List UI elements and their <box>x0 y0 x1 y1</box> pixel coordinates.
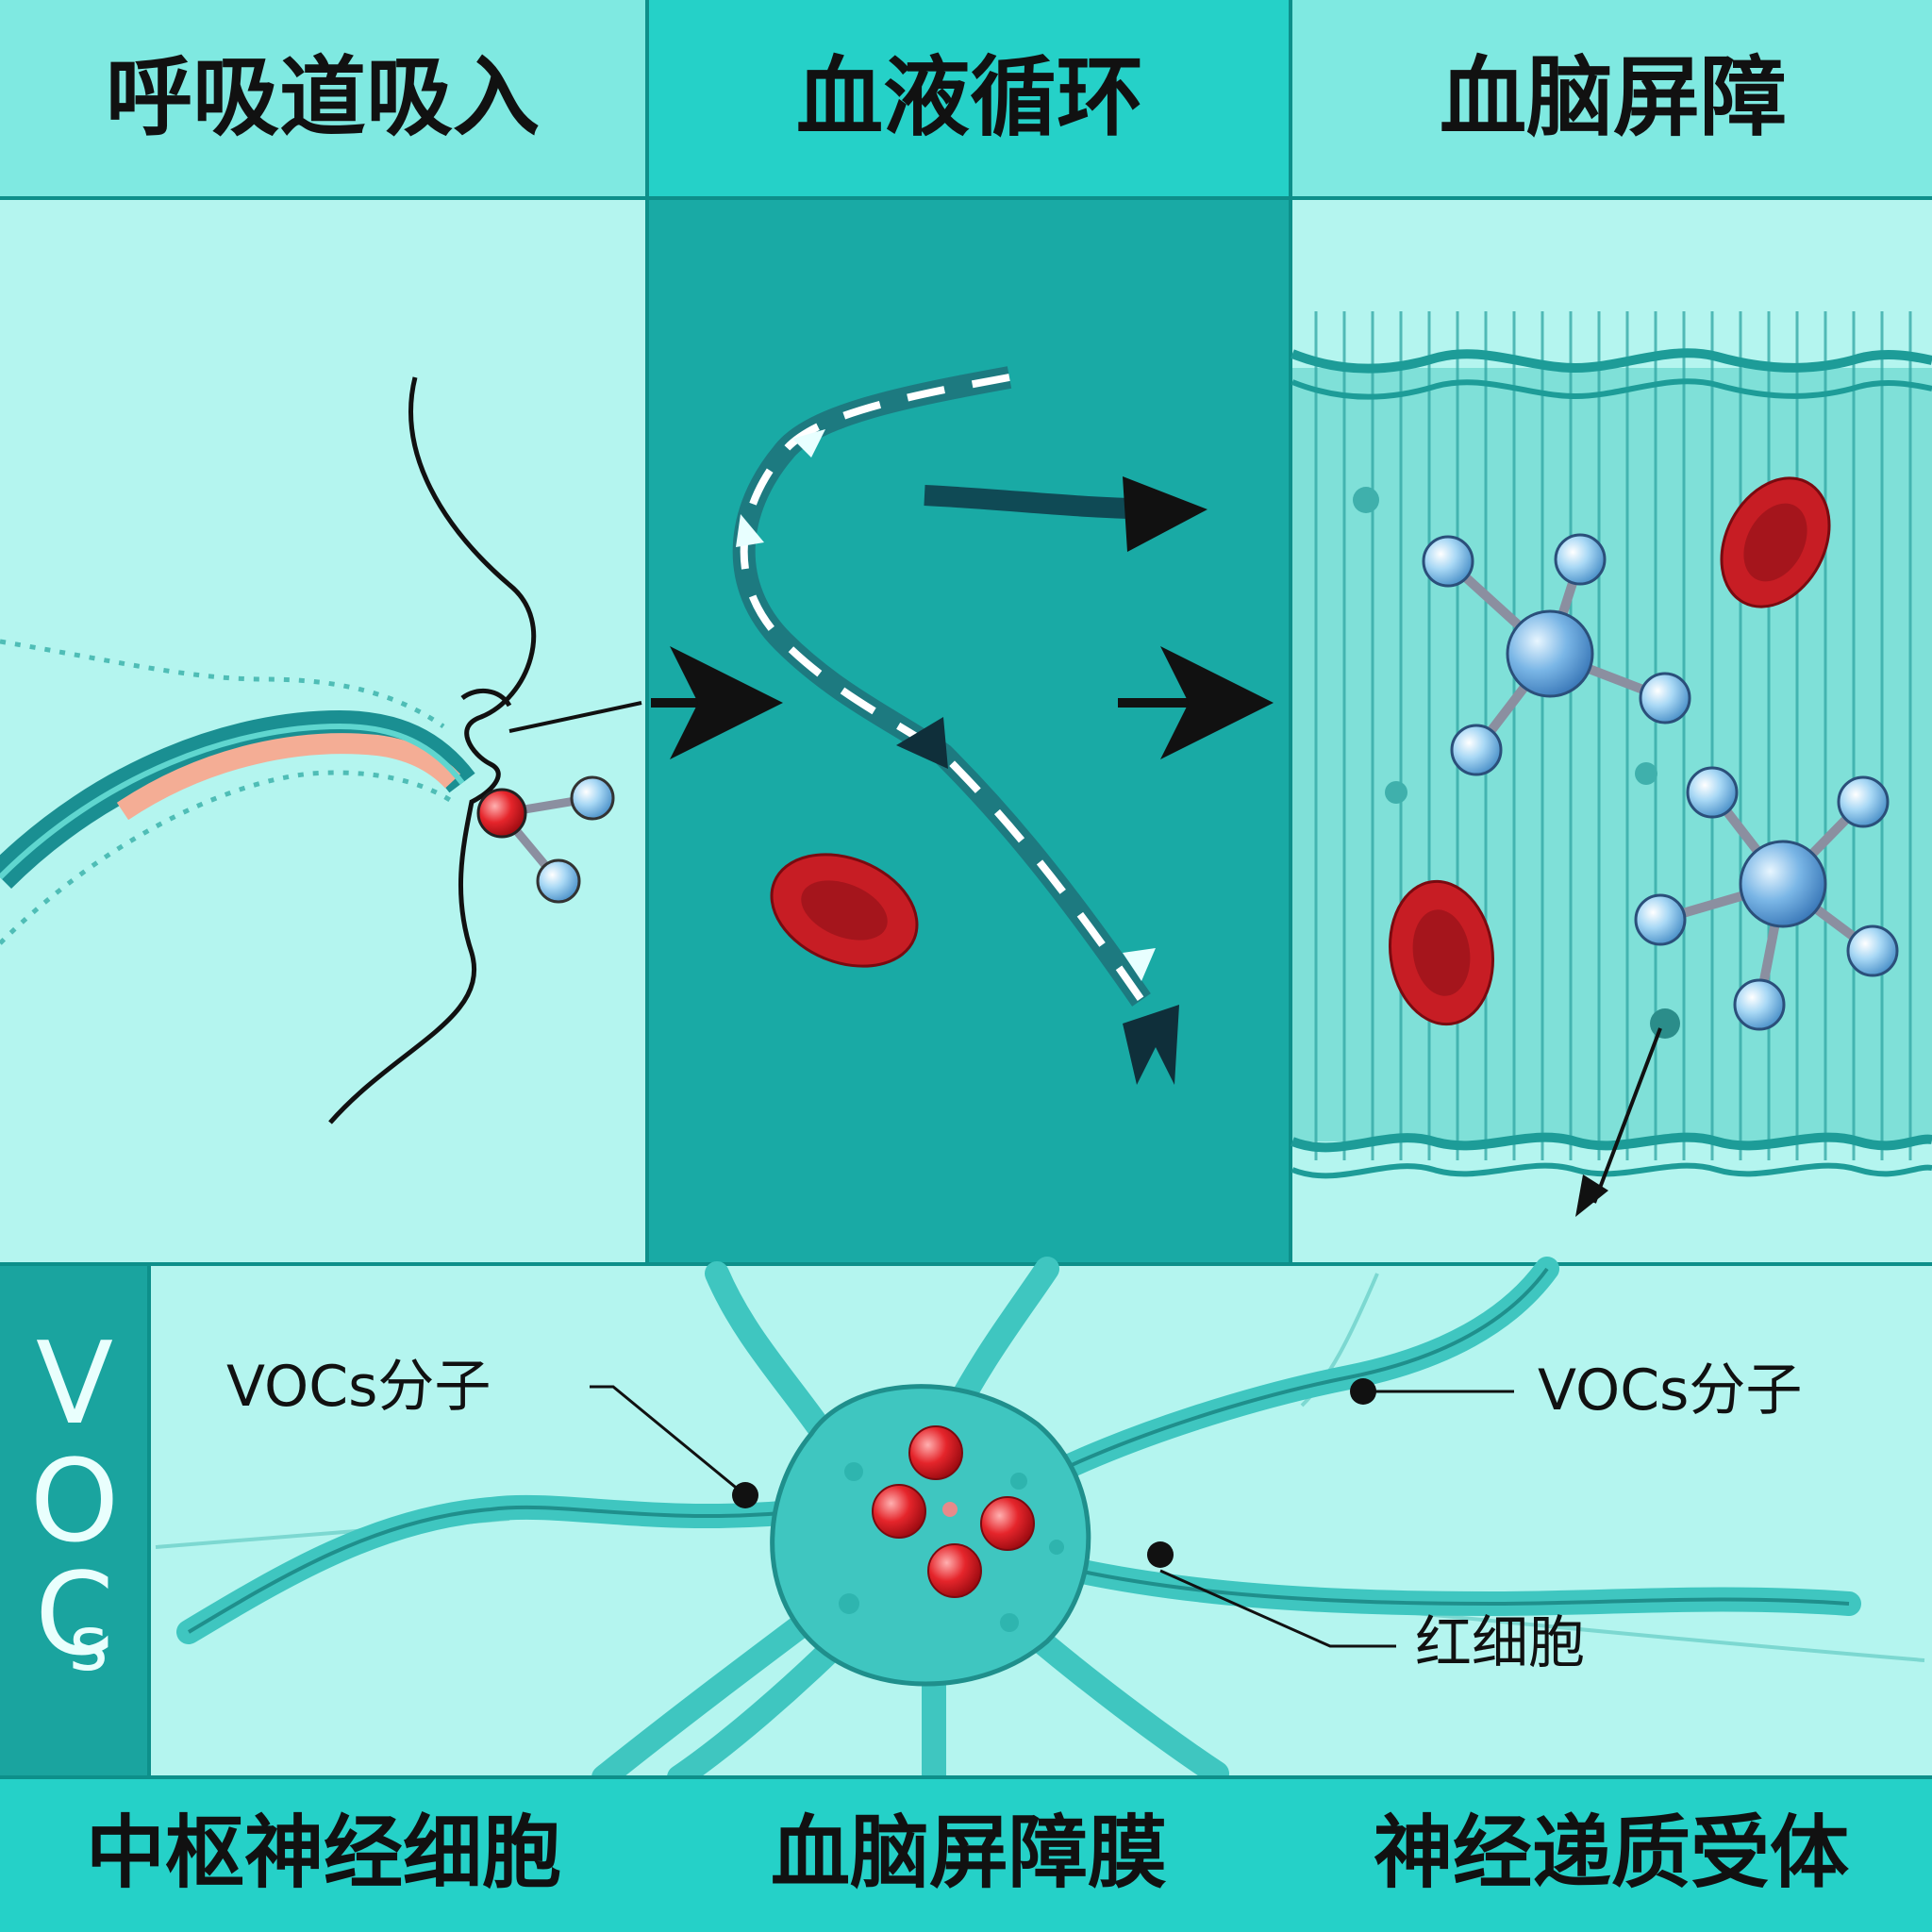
inhaled-molecule <box>476 775 615 904</box>
red-blood-cell <box>1720 476 1831 608</box>
header-blood-circulation: 血液循环 <box>795 47 1143 148</box>
header-strip <box>0 0 1932 1264</box>
vocs-letter-s: s <box>69 1600 108 1688</box>
callout-vocs-molecule-right: VOCs分子 <box>1538 1357 1803 1424</box>
header-respiratory-inhalation: 呼吸道吸入 <box>105 47 540 148</box>
footer-cns-cell: 中枢神经细胞 <box>85 1807 561 1899</box>
footer-neurotransmitter-receptor: 神经递质受体 <box>1373 1807 1849 1899</box>
panel-bbb <box>1291 200 1932 1264</box>
panel-neuron <box>0 1257 1932 1790</box>
footer-bbb-membrane: 血脑屏障膜 <box>770 1807 1167 1899</box>
face-profile <box>328 376 537 1124</box>
panel-blood <box>649 200 1289 1264</box>
membrane-bottom <box>1291 1132 1932 1153</box>
panel-respiratory <box>0 200 645 1264</box>
callout-vocs-molecule-left: VOCs分子 <box>226 1354 491 1420</box>
vocs-letter-v: V <box>35 1319 114 1450</box>
vocs-side-banner: V O C s <box>0 1272 149 1775</box>
header-blood-brain-barrier: 血脑屏障 <box>1439 47 1787 148</box>
callout-red-blood-cell: 红细胞 <box>1415 1610 1585 1676</box>
vocs-letter-c: C <box>35 1550 114 1681</box>
vocs-molecule <box>1422 533 1691 776</box>
nucleus-granules <box>872 1425 1035 1598</box>
vocs-molecule <box>1634 766 1899 1031</box>
red-blood-cell <box>1388 879 1495 1026</box>
footer-strip <box>0 1775 1932 1932</box>
red-blood-cell <box>770 853 919 968</box>
vocs-letter-o: O <box>29 1437 120 1568</box>
membrane-top <box>1291 348 1932 374</box>
